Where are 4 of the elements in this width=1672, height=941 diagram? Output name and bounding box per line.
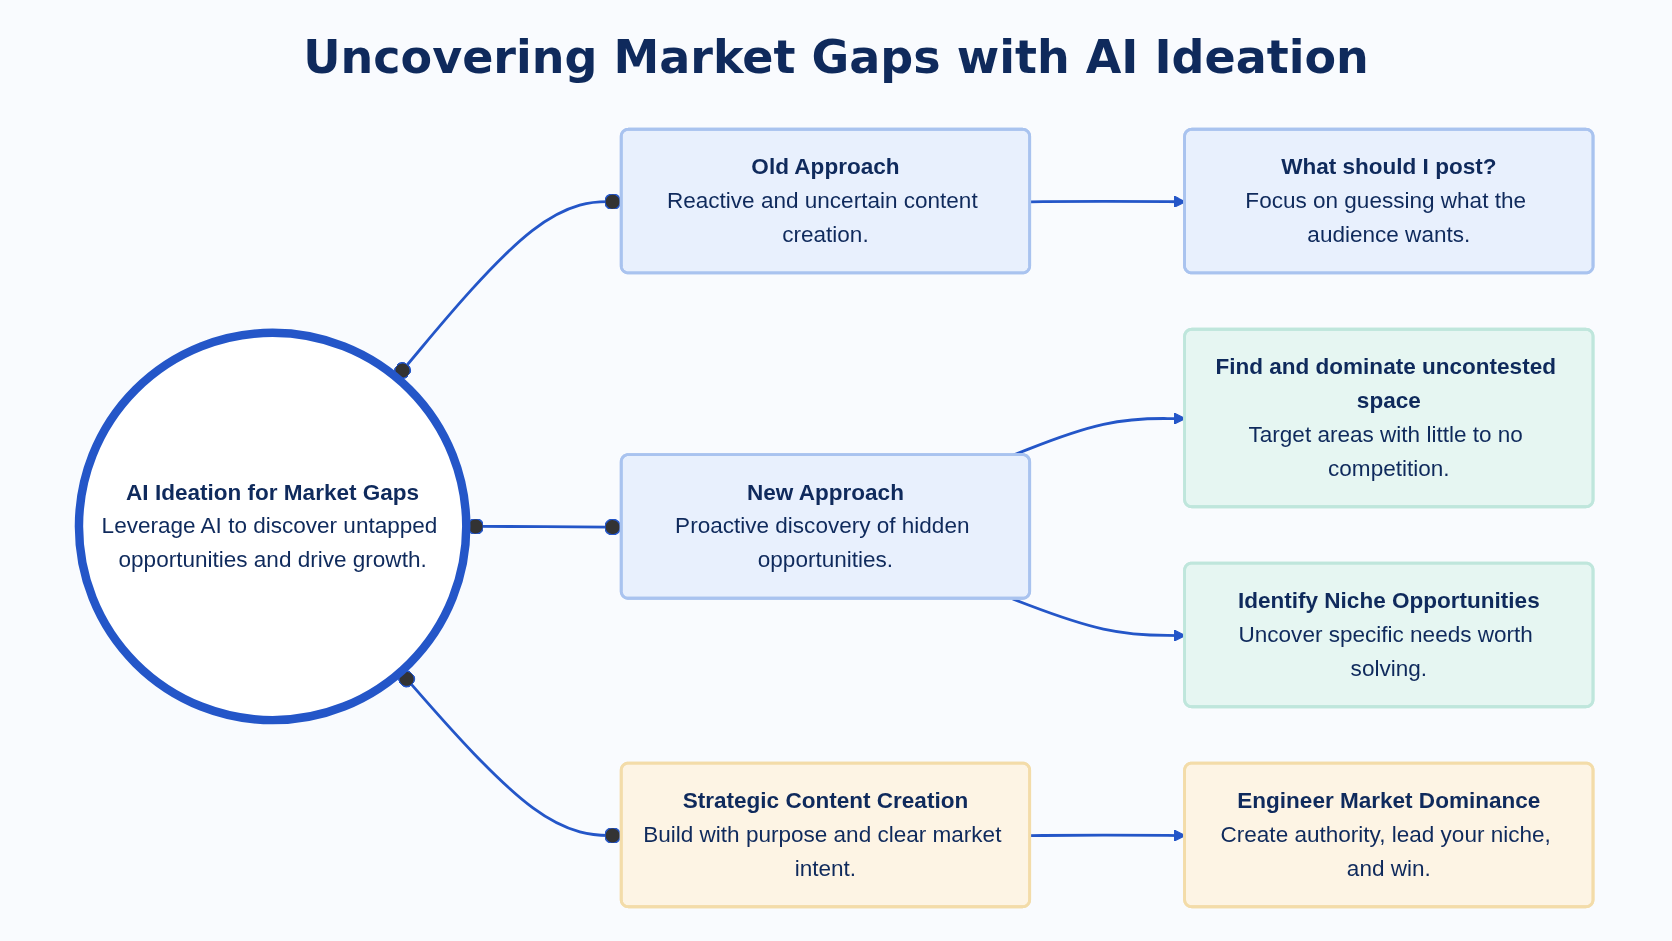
title: Uncovering Market Gaps with AI Ideation [303, 30, 1369, 84]
connector [394, 192, 622, 379]
connector [398, 669, 622, 844]
node-circle: AI Ideation for Market Gaps Leverage AI to discover untapped opportunities and drive growth. [74, 328, 471, 724]
